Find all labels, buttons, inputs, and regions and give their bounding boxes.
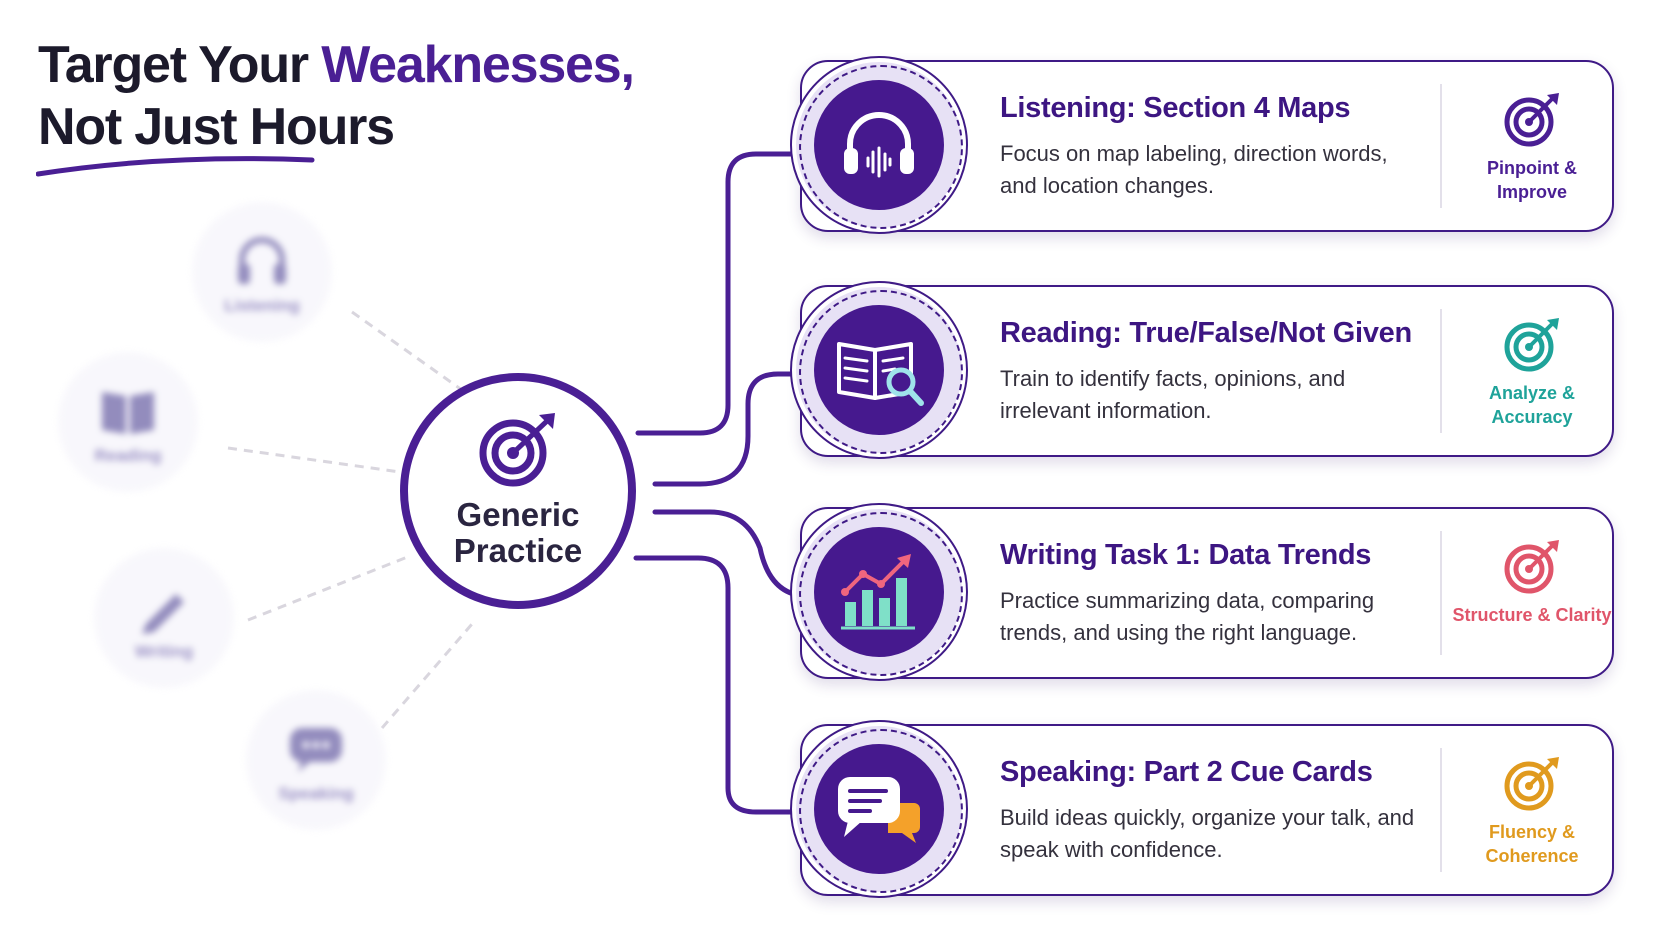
ghost-connector-speaking — [380, 623, 474, 729]
card-writing: Writing Task 1: Data Trends Practice sum… — [790, 503, 1614, 681]
title-underline — [36, 156, 315, 177]
icon-ring — [790, 56, 968, 234]
ghost-label-speaking: Speaking — [278, 784, 354, 803]
card-description: Train to identify facts, opinions, and i… — [1000, 366, 1346, 423]
book-icon — [102, 392, 154, 434]
title-line-2: Not Just Hours — [38, 98, 395, 156]
icon-circle — [814, 527, 944, 657]
card-divider — [1440, 531, 1442, 655]
badge-pinpoint-improve: Pinpoint & Improve — [1452, 92, 1612, 204]
badge-label: Fluency & Coherence — [1485, 822, 1579, 866]
card-divider — [1440, 748, 1442, 872]
pencil-icon — [142, 594, 184, 634]
hub-generic-practice: Generic Practice — [400, 373, 636, 609]
headphones-icon — [238, 237, 286, 284]
card-title: Reading: True/False/Not Given — [1000, 317, 1412, 349]
card-description: Practice summarizing data, comparing tre… — [1000, 588, 1375, 645]
ghost-connector-writing — [247, 554, 411, 622]
ghost-skill-writing: Writing — [94, 548, 234, 688]
icon-circle — [814, 80, 944, 210]
icon-ring — [790, 720, 968, 898]
badge-analyze-accuracy: Analyze & Accuracy — [1452, 317, 1612, 429]
badge-structure-clarity: Structure & Clarity — [1452, 539, 1612, 627]
ghost-skill-listening: Listening — [192, 202, 332, 342]
icon-ring — [790, 281, 968, 459]
branch-connector-listening — [635, 151, 811, 436]
speech-bubbles-icon — [838, 777, 920, 843]
headphones-soundwave-icon — [844, 112, 914, 178]
card-description: Focus on map labeling, direction words, … — [1000, 141, 1388, 198]
badge-fluency-coherence: Fluency & Coherence — [1452, 756, 1612, 868]
target-icon — [1504, 540, 1559, 594]
badge-label: Structure & Clarity — [1452, 605, 1612, 625]
card-description: Build ideas quickly, organize your talk,… — [1000, 805, 1415, 862]
card-divider — [1440, 84, 1442, 208]
card-reading: Reading: True/False/Not Given Train to i… — [790, 281, 1614, 459]
card-title: Speaking: Part 2 Cue Cards — [1000, 756, 1373, 788]
card-listening: Listening: Section 4 Maps Focus on map l… — [790, 56, 1614, 234]
title-plain: Target Your — [38, 36, 322, 94]
title-highlight: Weaknesses, — [321, 36, 635, 94]
branch-connector-writing — [652, 509, 811, 599]
ghost-skill-reading: Reading — [58, 352, 198, 492]
page-title: Target Your Weaknesses, Not Just Hours — [38, 34, 738, 158]
ghost-label-listening: Listening — [224, 296, 300, 315]
badge-label: Pinpoint & Improve — [1487, 158, 1577, 202]
ghost-label-reading: Reading — [94, 446, 162, 465]
card-divider — [1440, 309, 1442, 433]
icon-ring — [790, 503, 968, 681]
badge-label: Analyze & Accuracy — [1488, 383, 1576, 427]
ghost-skill-speaking: Speaking — [246, 690, 386, 830]
icon-circle — [814, 744, 944, 874]
card-title: Writing Task 1: Data Trends — [1000, 539, 1372, 571]
ghost-connector-listening — [351, 310, 463, 392]
ghost-label-writing: Writing — [134, 642, 194, 661]
bar-chart-trend-icon — [841, 554, 915, 630]
card-speaking: Speaking: Part 2 Cue Cards Build ideas q… — [790, 720, 1614, 898]
branch-connector-speaking — [633, 555, 811, 815]
target-icon — [479, 413, 555, 487]
target-icon — [1504, 93, 1559, 147]
branch-connector-reading — [652, 371, 811, 487]
book-magnifier-icon — [837, 342, 924, 406]
target-icon — [1504, 757, 1559, 811]
title-line-1: Target Your Weaknesses, — [38, 34, 738, 96]
ghost-connector-reading — [227, 446, 401, 474]
hub-label: Generic Practice — [453, 496, 583, 569]
icon-circle — [814, 305, 944, 435]
card-title: Listening: Section 4 Maps — [1000, 92, 1351, 124]
target-icon — [1504, 318, 1559, 372]
chat-bubble-icon — [290, 728, 342, 772]
